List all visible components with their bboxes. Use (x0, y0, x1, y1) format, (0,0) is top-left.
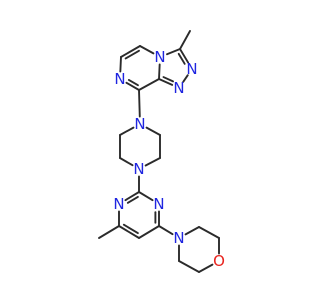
bond-a26-a27 (198, 226, 220, 239)
atom-label-n: N (186, 60, 197, 78)
bond-inner-a17-a18 (126, 195, 139, 204)
bond-a4-a5 (158, 78, 174, 86)
bond-a23-a17 (138, 191, 154, 202)
atom-label-n: N (173, 229, 184, 247)
atom-label-n: N (134, 115, 145, 133)
bond-a17-a18 (124, 191, 140, 202)
bond-a10-a5 (138, 78, 160, 91)
bond-a29-a30 (178, 260, 200, 273)
bond-a22-a25 (158, 225, 174, 236)
atom-label-n: N (173, 79, 184, 97)
atom-label-n: N (154, 48, 165, 66)
bond-a14-a15 (119, 157, 134, 167)
bond-a25-a26 (184, 226, 200, 236)
bond-a21-a22 (138, 225, 160, 239)
bond-a13-a14 (144, 157, 161, 167)
bond-a16-a11 (119, 126, 135, 136)
bond-inner-a2-a3 (177, 52, 186, 65)
atom-label-o: O (213, 252, 225, 270)
bond-a6-a2 (166, 48, 181, 56)
atom-label-n: N (133, 160, 144, 178)
bond-a19-a21 (118, 225, 140, 239)
bond-a8-a9 (119, 56, 122, 73)
atom-label-n: N (114, 70, 125, 88)
bond-a10-a11 (138, 89, 141, 118)
bond-a28-a29 (198, 263, 214, 273)
bond-inner-a7-a8 (124, 49, 140, 60)
bond-inner-a4-a5 (162, 76, 174, 83)
bond-a19-a20 (98, 225, 120, 239)
bond-inner-a9-a10 (127, 79, 139, 87)
bond-a6-a7 (139, 45, 155, 55)
bond-a1-a2 (179, 30, 191, 50)
bond-a2-a3 (179, 48, 190, 64)
bond-a11-a12 (145, 126, 161, 136)
bond-a3-a4 (182, 74, 189, 83)
atom-label-n: N (153, 195, 164, 213)
bond-inner-a19-a21 (122, 223, 139, 235)
bond-a7-a8 (120, 45, 141, 58)
atom-label-n: N (113, 195, 124, 213)
bond-layer (98, 30, 220, 273)
bond-a9-a10 (125, 81, 140, 91)
bond-a5-a6 (158, 63, 161, 80)
